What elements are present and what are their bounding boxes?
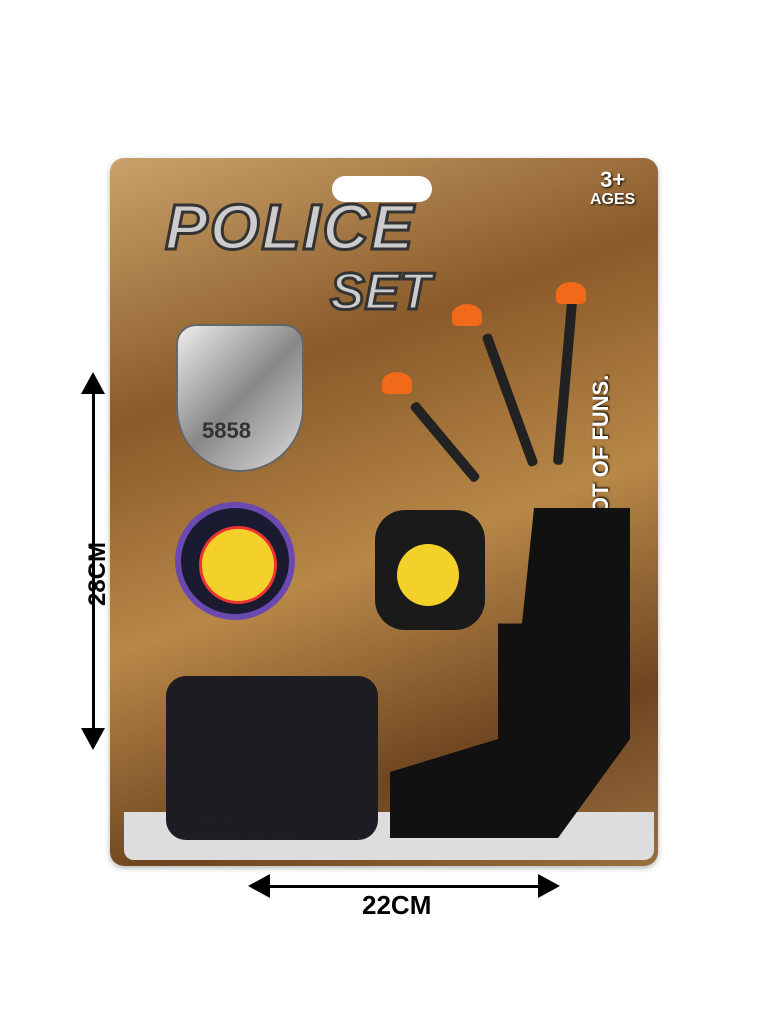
badge-number: 5858 — [202, 418, 251, 443]
age-value: 3+ — [600, 167, 626, 192]
dart-tip-1 — [382, 372, 412, 394]
compass — [175, 502, 295, 620]
toy-watch — [375, 510, 485, 630]
title-police: POLICE — [163, 190, 416, 265]
hang-hole — [332, 176, 432, 202]
dart-tip-2 — [452, 304, 482, 326]
height-label: 28CM — [84, 541, 111, 607]
police-badge: 5858 — [176, 324, 304, 472]
height-arrow — [81, 372, 105, 750]
width-label: 22CM — [362, 890, 432, 920]
age-label: 3+AGES — [590, 167, 636, 210]
binoculars — [166, 676, 378, 840]
warning-text: WARNING: small parts.Not for children un… — [196, 818, 305, 840]
dart-tip-3 — [556, 282, 586, 304]
title-set: SET — [328, 262, 432, 323]
age-text: AGES — [590, 191, 636, 208]
width-arrow — [248, 874, 560, 898]
